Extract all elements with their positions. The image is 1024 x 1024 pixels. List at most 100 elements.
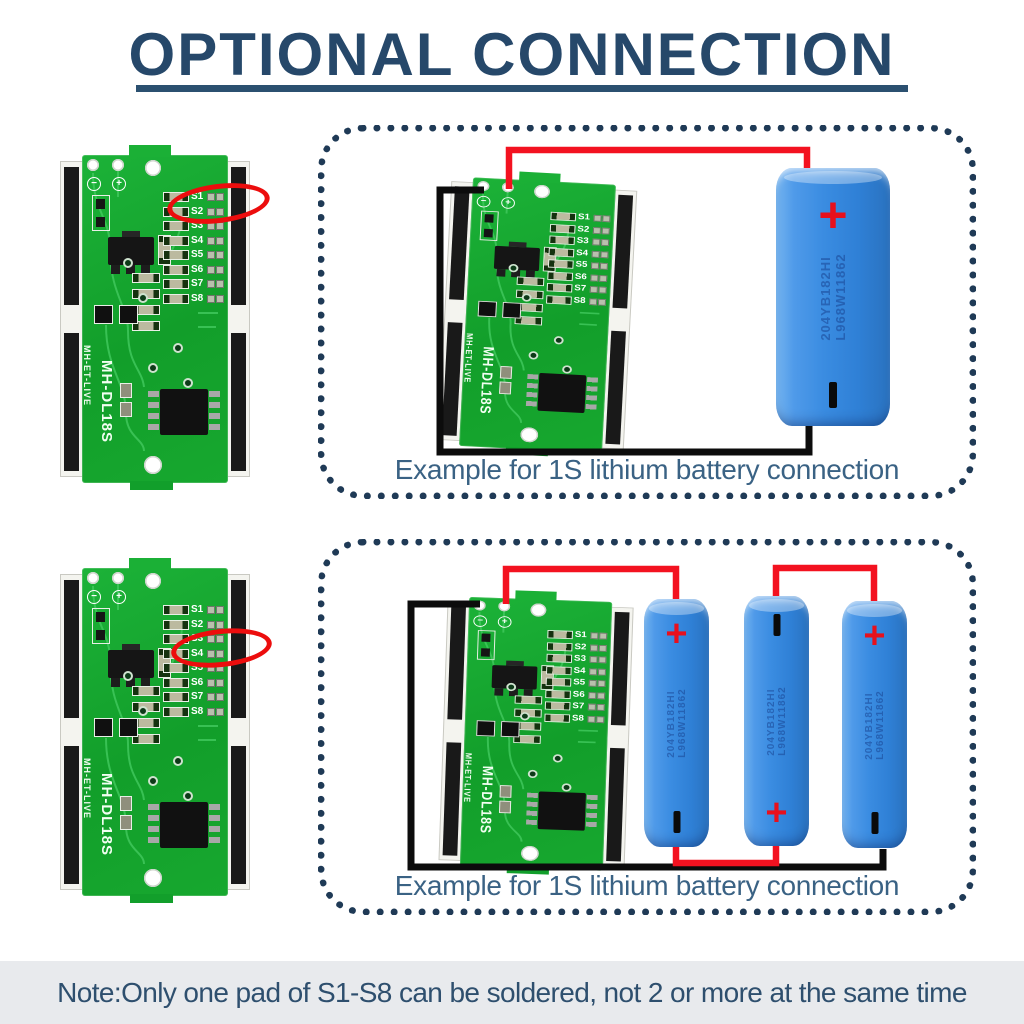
example-box-1s: − + S1 — [318, 125, 976, 499]
resistor-icon — [545, 689, 571, 699]
solder-pad-rows: S1 S2 S3 S4 — [544, 629, 608, 726]
resistor-icon — [163, 706, 189, 717]
pad-label: S3 — [573, 653, 587, 664]
pcb-board: − + S1 — [459, 177, 616, 454]
solder-pad-row: S6 — [547, 270, 608, 283]
mount-hole-top — [145, 160, 161, 176]
smd-pad-pair-icon — [94, 305, 138, 324]
pad-label: S1 — [574, 630, 587, 640]
smd-pad-pair-icon — [477, 300, 522, 319]
smd-component-icon — [476, 630, 496, 661]
smd-component-icon — [479, 210, 499, 241]
solder-pads-icon — [207, 246, 225, 264]
solder-pad-row: S1 — [163, 604, 225, 616]
via-icon — [123, 258, 133, 268]
pad-label: S5 — [575, 259, 588, 270]
pad-label: S1 — [191, 191, 204, 202]
solder-pads-icon — [207, 674, 225, 692]
pad-label: S4 — [191, 234, 204, 246]
via-icon — [173, 756, 183, 766]
resistor-icon — [546, 283, 573, 293]
resistor-icon — [163, 692, 189, 702]
solder-pad-row: S7 — [163, 691, 225, 703]
battery-plus-terminal: + — [863, 615, 886, 657]
pad-label: S6 — [572, 689, 585, 700]
solder-pad-row: S4 — [163, 235, 225, 247]
pad-label: S2 — [574, 642, 587, 652]
battery-plus-terminal: + — [818, 187, 848, 243]
wire-hole-negative — [87, 159, 99, 171]
solder-pad-rows: S1 S2 S3 S4 S5 — [163, 604, 225, 720]
plus-pad-icon: + — [112, 590, 126, 604]
plus-pad-icon: + — [112, 177, 126, 191]
pad-label: S2 — [191, 205, 204, 217]
example-box-3s: − + S1 — [318, 539, 976, 915]
resistor-icon — [549, 223, 576, 234]
resistor-icon — [547, 630, 573, 640]
via-icon — [183, 791, 193, 801]
solder-pad-row: S3 — [163, 220, 225, 232]
pad-label: S7 — [572, 701, 585, 711]
battery-negative-stripe — [673, 811, 680, 833]
solder-pads-icon — [207, 275, 225, 293]
pad-label: S7 — [191, 691, 204, 702]
resistor-icon — [163, 663, 189, 673]
solder-pad-row: S7 — [544, 701, 606, 713]
solder-pad-row: S2 — [549, 223, 611, 236]
solder-pad-row: S5 — [163, 662, 225, 674]
battery-negative-stripe — [829, 382, 837, 408]
wire-hole-negative — [87, 572, 99, 584]
resistor-icon — [163, 677, 189, 688]
note-bar: Note:Only one pad of S1-S8 can be solder… — [0, 961, 1024, 1024]
solder-pad-row: S5 — [547, 258, 609, 271]
pcb-module-reference-s3: − + S1 S2 — [60, 558, 250, 903]
resistor-icon — [163, 634, 189, 644]
resistor-icon — [545, 294, 572, 305]
battery-negative-stripe — [773, 614, 780, 636]
pcb-module-wired: − + S1 — [438, 588, 634, 877]
solder-pad-row: S6 — [545, 689, 606, 701]
smd-component-icon — [92, 608, 110, 644]
model-silkscreen: MH-DL18S — [98, 773, 115, 857]
ic-chip-icon — [525, 372, 599, 414]
via-icon — [173, 343, 183, 353]
resistor-pair-icon — [498, 785, 512, 817]
resistor-icon — [545, 677, 572, 687]
ic-chip-icon — [148, 389, 220, 435]
solder-pad-row: S1 — [550, 211, 611, 224]
solder-pads-icon — [207, 261, 225, 279]
solder-pad-row: S1 — [547, 629, 608, 641]
note-text: Note:Only one pad of S1-S8 can be solder… — [57, 977, 967, 1008]
resistor-icon — [547, 259, 574, 269]
resistor-icon — [544, 713, 571, 723]
led-bezel-right — [227, 161, 250, 477]
solder-pads-icon — [207, 616, 225, 634]
series-wire-bottom — [672, 846, 780, 867]
solder-pads-icon — [207, 630, 225, 648]
resistor-icon — [163, 192, 189, 202]
solder-pad-row: S6 — [163, 264, 225, 276]
via-icon — [123, 671, 133, 681]
solder-pad-row: S5 — [545, 677, 607, 689]
battery-plus-terminal: + — [665, 613, 688, 655]
example-caption: Example for 1S lithium battery connectio… — [394, 454, 900, 485]
pcb-board: − + S1 S2 — [82, 558, 228, 903]
pad-label: S5 — [191, 249, 204, 260]
resistor-icon — [547, 271, 574, 281]
via-icon — [148, 363, 158, 373]
brand-silkscreen: MH-ET-LIVE — [82, 345, 92, 406]
pad-label: S8 — [191, 705, 204, 717]
model-silkscreen: MH-DL18S — [476, 346, 497, 415]
solder-pad-row: S3 — [549, 235, 610, 248]
solder-pads-icon — [207, 290, 225, 308]
smd-component-icon — [92, 195, 110, 231]
pad-label: S2 — [577, 224, 590, 234]
pad-label: S2 — [191, 618, 204, 630]
mount-hole-bottom — [144, 869, 162, 887]
resistor-pair-icon — [120, 796, 132, 834]
mount-hole-top — [145, 573, 161, 589]
solder-pad-row: S8 — [545, 294, 607, 307]
ic-chip-icon — [148, 802, 220, 848]
solder-pad-row: S3 — [546, 653, 607, 665]
